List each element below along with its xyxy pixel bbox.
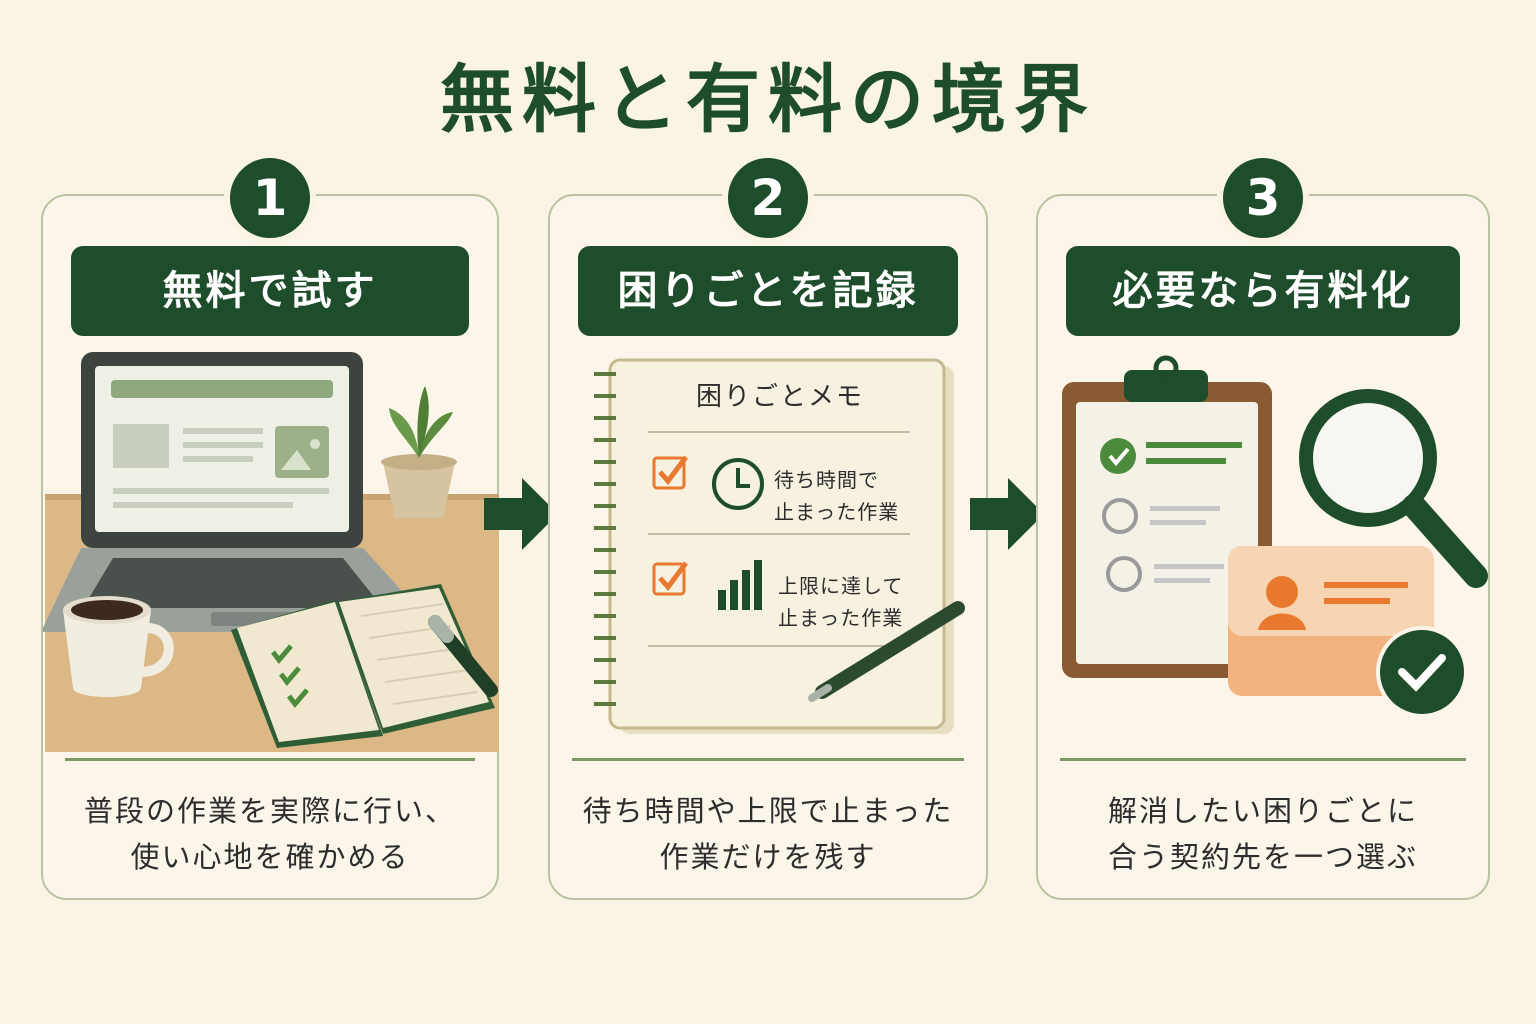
page-title: 無料と有料の境界 (440, 57, 1096, 143)
description-line: 普段の作業を実際に行い、 (83, 794, 456, 828)
memo-notebook: 困りごとメモ 待ち時間で 止まった作業 上限に達して 止まった作業 (550, 346, 990, 756)
memo-title: 困りごとメモ (695, 382, 864, 412)
step-number-badge: 2 (722, 152, 814, 244)
step-heading: 無料で試す (71, 246, 469, 336)
contract-illustration (1062, 355, 1488, 718)
card-divider (572, 758, 964, 761)
step-card-3: 3 必要なら有料化 (1036, 152, 1490, 900)
plant-icon (381, 386, 457, 518)
description-line: 解消したい困りごとに (1107, 794, 1418, 828)
description-line: 作業だけを残す (659, 840, 877, 874)
coffee-mug-icon (63, 596, 174, 697)
memo-entry-line: 待ち時間で (774, 468, 879, 492)
card-divider (65, 758, 475, 761)
description-line: 待ち時間や上限で止まった (582, 794, 954, 828)
description-line: 使い心地を確かめる (130, 840, 410, 874)
pen-icon (428, 615, 498, 697)
memo-entry-line: 上限に達して (778, 574, 904, 598)
magnifier-icon (1299, 389, 1488, 588)
clock-icon (712, 458, 764, 510)
pen-icon (808, 601, 965, 702)
notebook-checklist-icon (231, 584, 495, 748)
card-divider (1060, 758, 1466, 761)
desk-illustration (43, 352, 499, 752)
step-number-badge: 1 (224, 152, 316, 244)
clipboard-checklist-icon (1062, 355, 1272, 678)
step-description: 普段の作業を実際に行い、 使い心地を確かめる (53, 788, 487, 880)
arrow-right-icon (970, 478, 1044, 550)
memo-entry-text: 上限に達して 止まった作業 (778, 570, 903, 634)
step-heading: 困りごとを記録 (578, 246, 958, 336)
step-number-badge: 3 (1217, 152, 1309, 244)
checkbox-icon (652, 561, 688, 596)
description-line: 合う契約先を一つ選ぶ (1107, 840, 1418, 874)
step-heading: 必要なら有料化 (1066, 246, 1460, 336)
checkbox-icon (652, 455, 688, 490)
check-badge-icon (1376, 626, 1468, 718)
memo-entry-line: 止まった作業 (774, 500, 900, 524)
memo-entry-line: 止まった作業 (778, 606, 904, 630)
step-card-2: 2 困りごとを記録 (548, 152, 990, 900)
memo-entry-text: 待ち時間で 止まった作業 (774, 464, 899, 528)
arrow-right-icon (484, 478, 558, 550)
step-card-1: 1 無料で試す (41, 152, 499, 900)
step-description: 解消したい困りごとに 合う契約先を一つ選ぶ (1048, 788, 1478, 880)
laptop-icon (43, 352, 439, 632)
bar-chart-icon (718, 560, 762, 610)
step-description: 待ち時間や上限で止まった 作業だけを残す (560, 788, 976, 880)
